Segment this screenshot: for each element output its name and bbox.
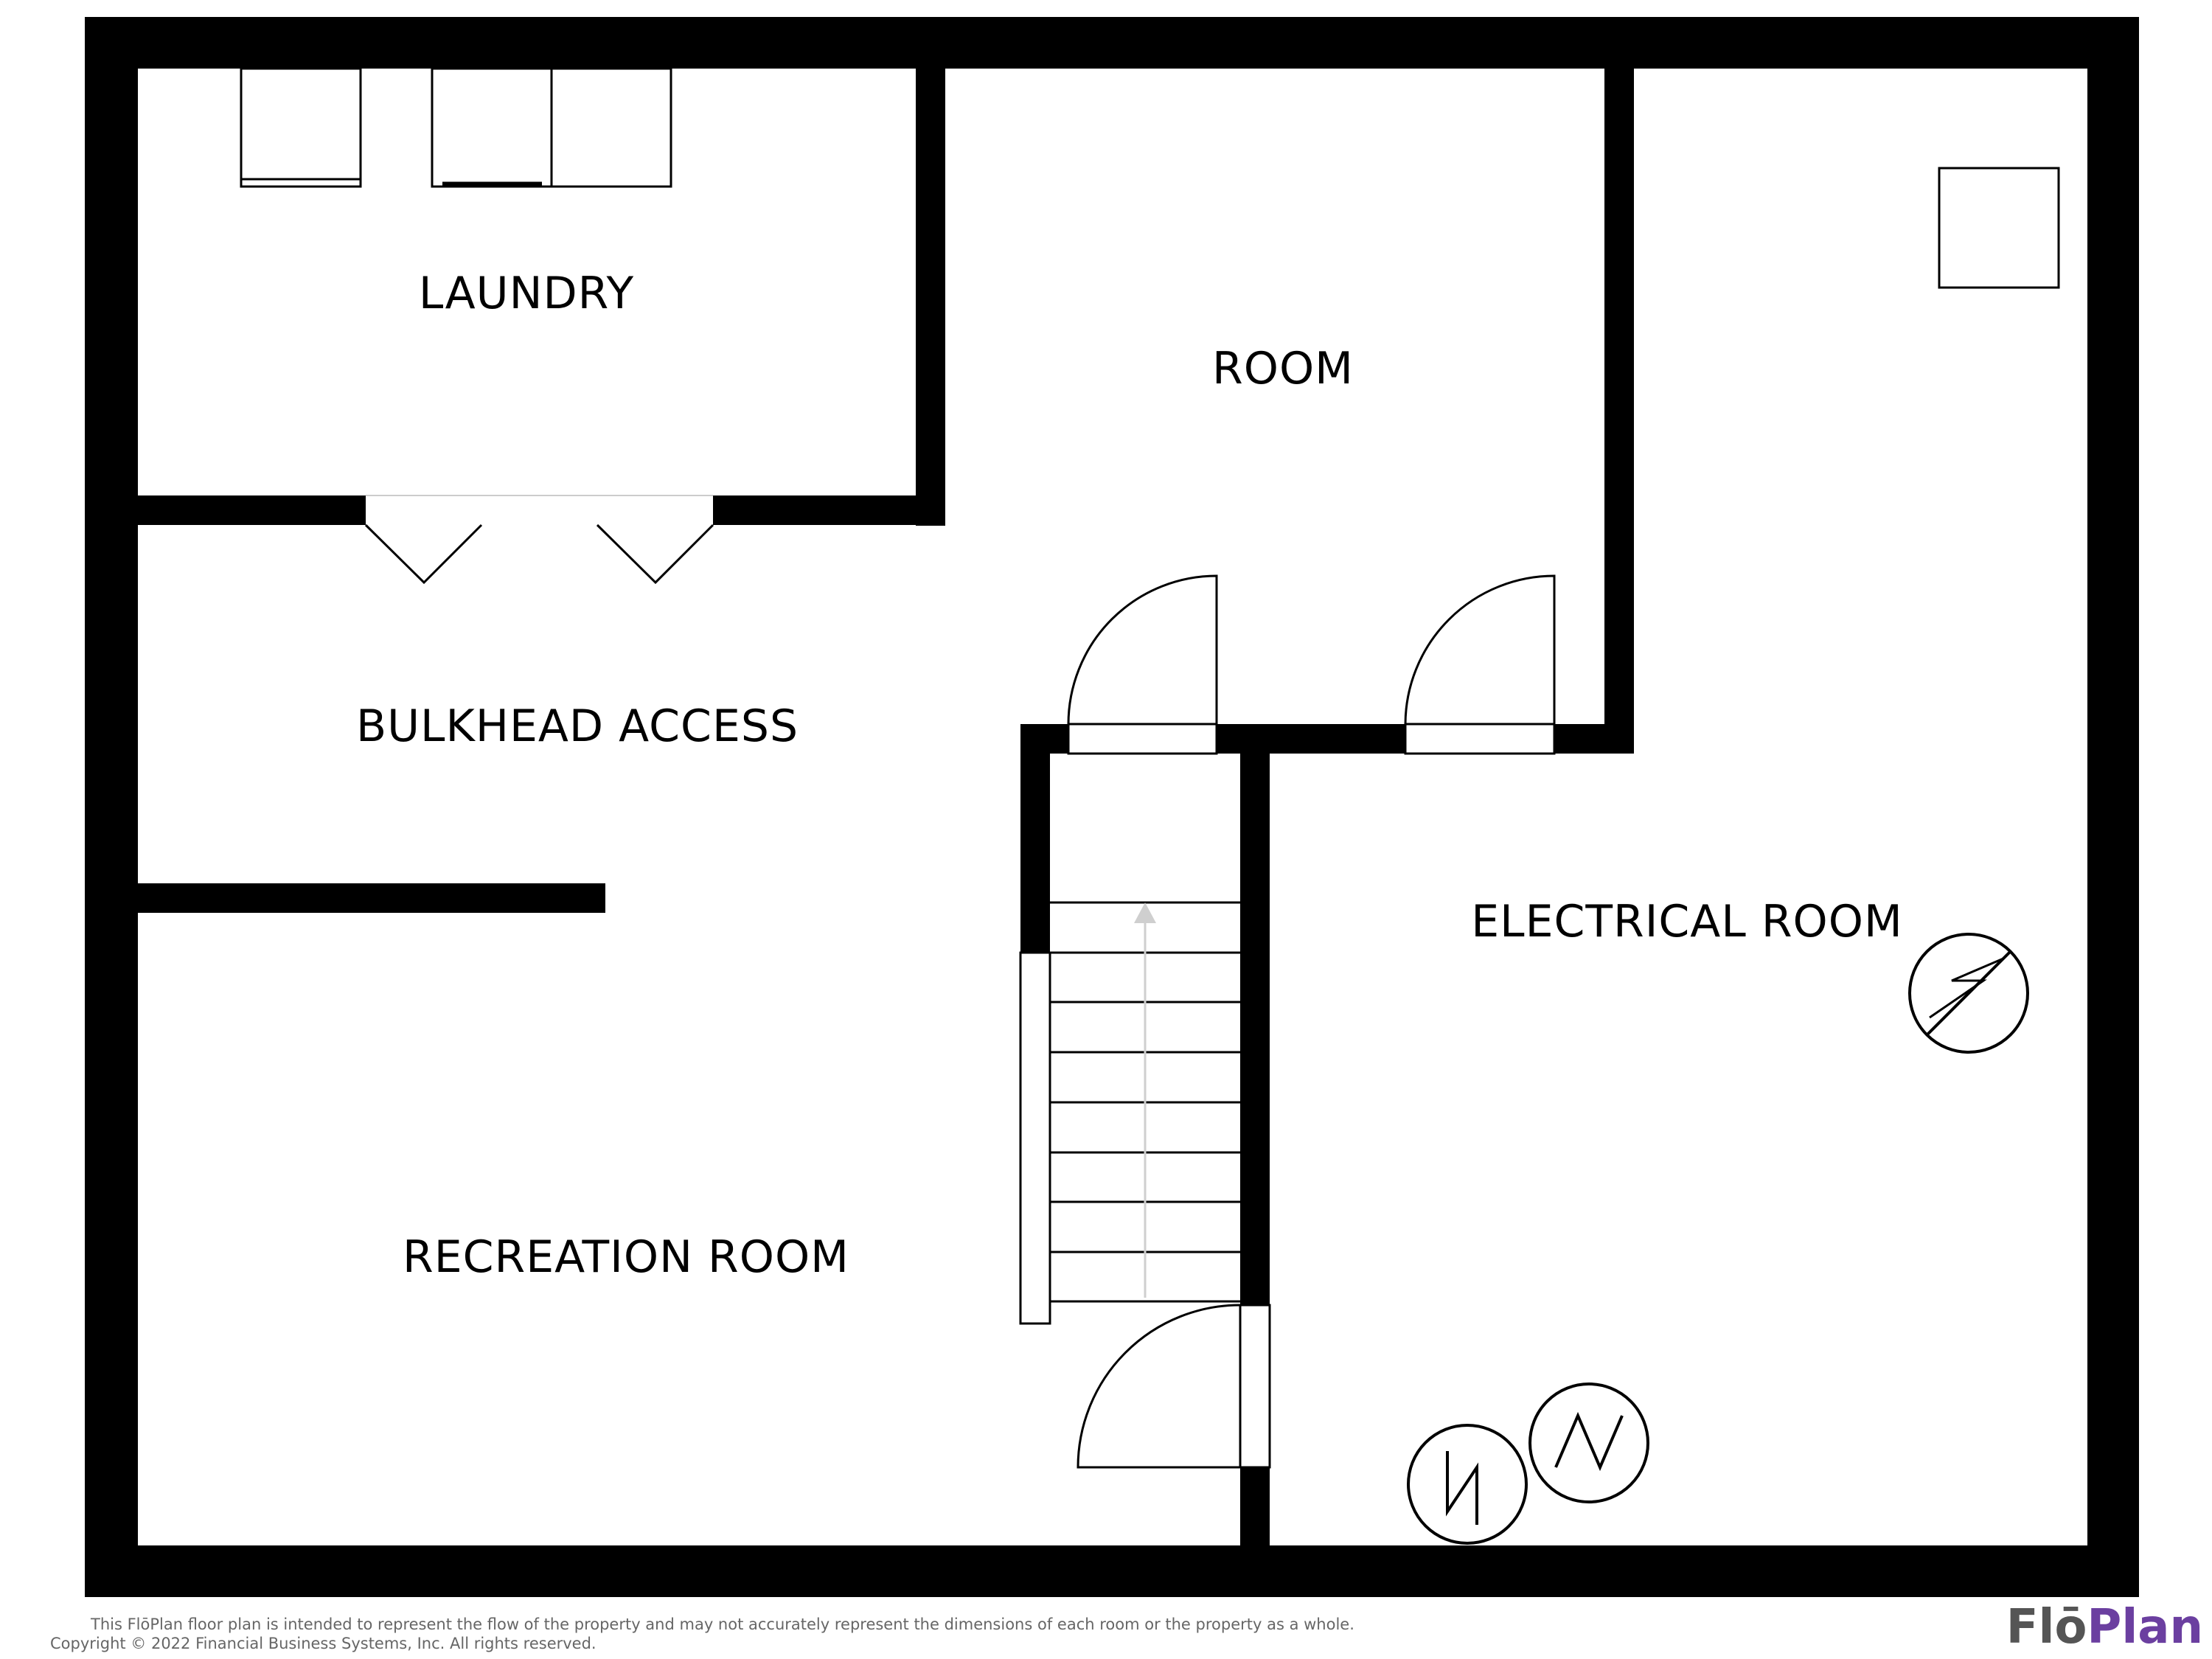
copyright-text: Copyright © 2022 Financial Business Syst…	[50, 1635, 597, 1652]
room-label-bulkhead: BULKHEAD ACCESS	[356, 700, 799, 752]
room-label-electrical: ELECTRICAL ROOM	[1471, 896, 1903, 947]
walls	[85, 17, 2139, 1597]
stairs-icon	[1050, 901, 1240, 1303]
door-frames	[366, 495, 1556, 1469]
water-heater-icon	[1407, 1382, 1649, 1545]
fixture-box	[1938, 167, 2060, 289]
floplan-logo: FlōPlan	[2006, 1600, 2203, 1655]
electrical-panel-icon	[1908, 933, 2029, 1054]
disclaimer-text: This FlōPlan floor plan is intended to r…	[91, 1615, 1354, 1633]
bifold-door	[364, 524, 714, 585]
swing-doors	[1067, 574, 1556, 1469]
logo-part-plan: Plan	[2087, 1600, 2203, 1655]
room-label-laundry: LAUNDRY	[419, 268, 634, 319]
logo-part-flo: Flō	[2006, 1600, 2087, 1655]
room-label-recreation: RECREATION ROOM	[403, 1231, 849, 1283]
room-label-room: ROOM	[1212, 343, 1354, 394]
appliance-icon	[240, 67, 672, 188]
